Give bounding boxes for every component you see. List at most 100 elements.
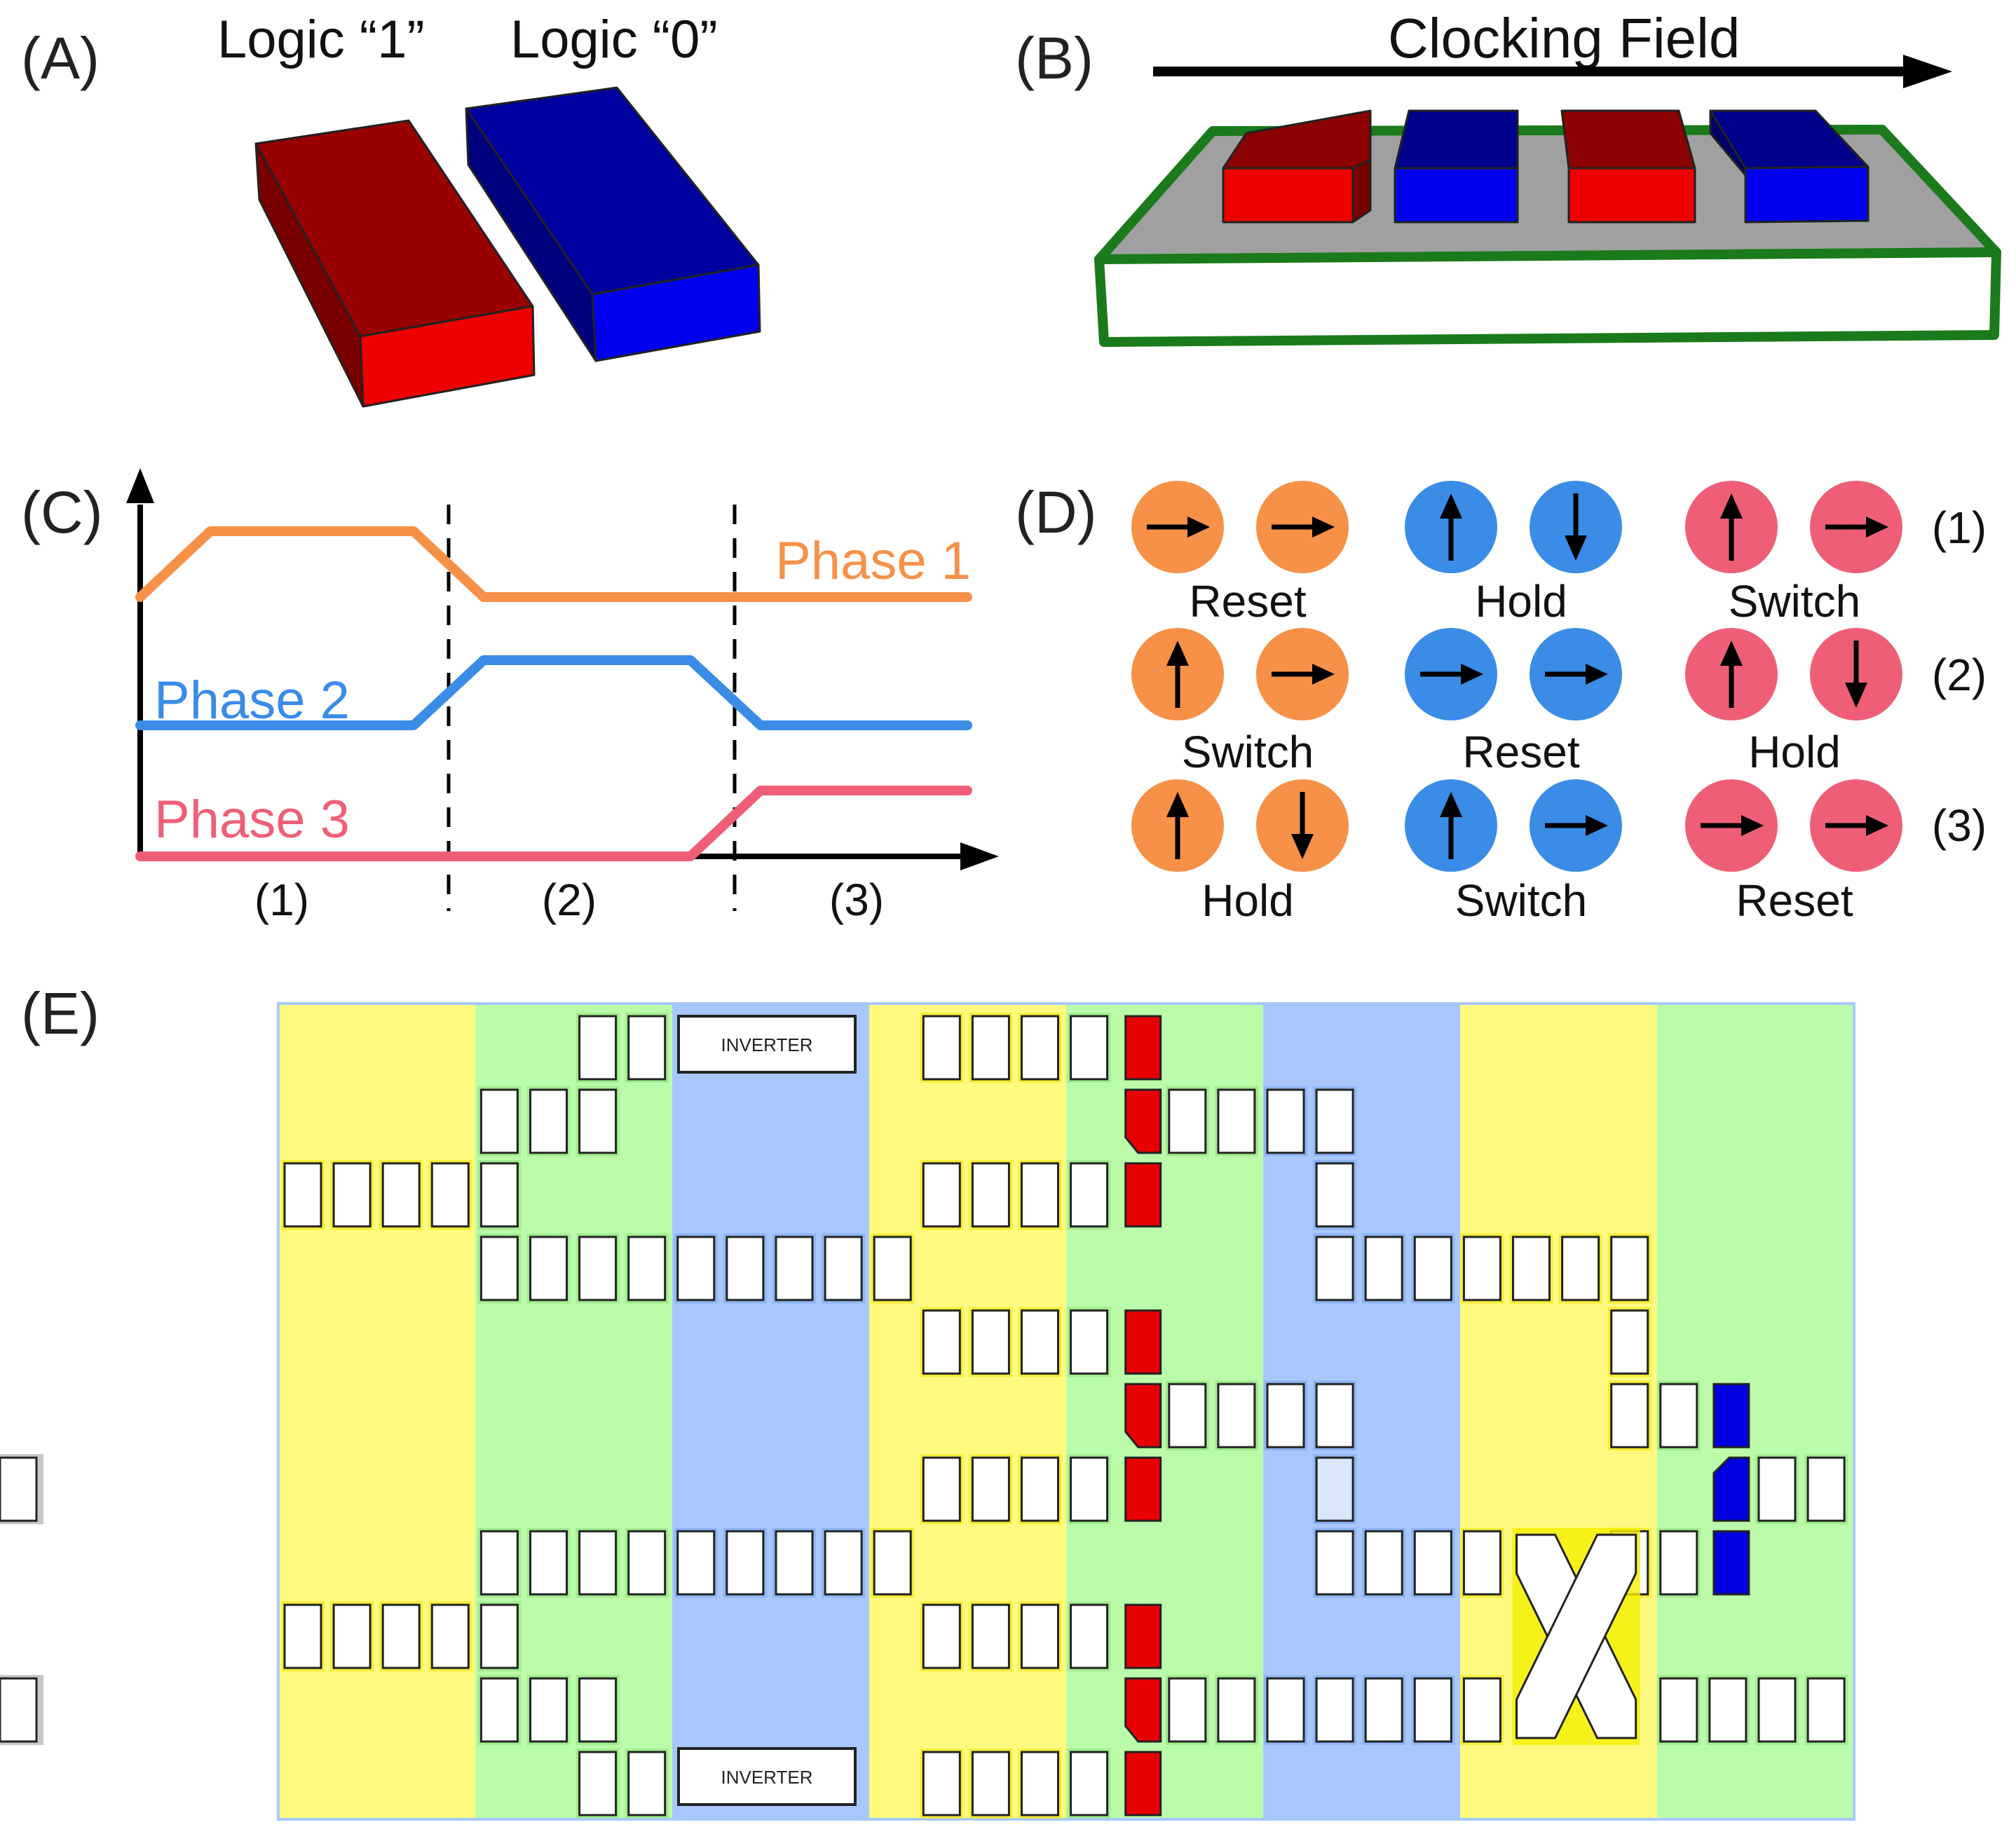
panel-a: (A) Logic “1” Logic “0” (21, 10, 761, 408)
nanomagnet (873, 1236, 912, 1301)
arrow-icon (1701, 815, 1764, 836)
nanomagnet (1070, 1603, 1109, 1669)
nanomagnet (479, 1088, 519, 1154)
arrow-icon (1825, 815, 1888, 836)
nanomagnet (1757, 1456, 1797, 1522)
spin-circle (1810, 481, 1902, 573)
nanomagnet (578, 1751, 618, 1816)
arrow-icon (1166, 641, 1189, 708)
nanomagnet (578, 1530, 618, 1596)
nanomagnet (1070, 1162, 1109, 1228)
nanomagnet (529, 1088, 568, 1154)
nanomagnet (1070, 1015, 1109, 1081)
nanomagnet (1413, 1236, 1452, 1301)
nanomagnet (1266, 1677, 1305, 1743)
row-label: (1) (1932, 502, 1987, 553)
spin-circle (1685, 779, 1778, 872)
nanomagnet (1561, 1236, 1600, 1301)
clocking-field-arrow (1153, 55, 1952, 88)
red-nanomagnet (1124, 1088, 1162, 1154)
nanomagnet (1070, 1456, 1109, 1522)
nanomagnet (922, 1309, 961, 1375)
red-nanomagnet (1124, 1309, 1162, 1375)
nanomagnet (726, 1530, 765, 1596)
nanomagnet (1462, 1530, 1501, 1596)
arrow-icon (1720, 641, 1743, 708)
logic-zero-label: Logic “0” (510, 10, 718, 69)
nanomagnet (430, 1603, 470, 1669)
nanomagnet (824, 1530, 863, 1596)
nanomagnet (1462, 1236, 1501, 1301)
arrow-icon (1147, 516, 1210, 538)
nanomagnet (1364, 1530, 1403, 1596)
inverter-bottom-label: INVERTER (721, 1767, 813, 1788)
nanomagnet (1217, 1383, 1256, 1449)
nanomagnet (1413, 1677, 1452, 1743)
nanomagnet (1315, 1162, 1354, 1228)
nanomagnet (479, 1530, 519, 1596)
spin-circle (1810, 779, 1902, 872)
panel-e: (E) INVERTER INVERTER (0, 980, 1855, 1821)
state-label: Reset (1189, 576, 1306, 627)
spin-circle (1685, 481, 1778, 573)
nanomagnet (1757, 1677, 1797, 1743)
nanomagnet (283, 1162, 322, 1228)
nanomagnet (381, 1162, 421, 1228)
panel-b: (B) Clocking Field (1015, 7, 2001, 347)
nanomagnet (1610, 1236, 1649, 1301)
nanomagnet (775, 1236, 814, 1301)
nanomagnet (1512, 1236, 1551, 1301)
nanomagnet (578, 1015, 618, 1081)
nanomagnet (971, 1162, 1010, 1228)
nanomagnet (332, 1603, 372, 1669)
state-label: Reset (1462, 727, 1579, 777)
spin-circle (1530, 628, 1622, 720)
nanomagnet (971, 1309, 1010, 1375)
arrow-icon (1565, 493, 1587, 561)
clock-zone (278, 1004, 475, 1819)
nanomagnet (1315, 1383, 1354, 1449)
blue-magnet-3d (465, 86, 761, 362)
spin-circle (1810, 628, 1902, 720)
nanomagnet (1659, 1677, 1698, 1743)
nanomagnet (0, 1456, 38, 1522)
red-nanomagnet (1124, 1383, 1162, 1449)
red-nanomagnet (1124, 1015, 1162, 1081)
nanomagnet (676, 1530, 716, 1596)
spin-circle (1685, 628, 1778, 720)
inverter-top (677, 1015, 857, 1074)
nanomagnet (1168, 1383, 1207, 1449)
nanomagnet (873, 1530, 912, 1596)
phase-1-label: Phase 1 (775, 531, 971, 591)
phase-3-label: Phase 3 (154, 790, 350, 849)
nanomagnet (479, 1162, 519, 1228)
spin-circle (1530, 779, 1622, 872)
arrow-icon (1291, 792, 1314, 859)
arrow-icon (1272, 664, 1335, 685)
nanomagnet (775, 1530, 814, 1596)
arrow-icon (1845, 641, 1867, 708)
clock-zone (869, 1004, 1066, 1819)
spin-circle (1405, 628, 1497, 720)
spin-circle (1405, 481, 1497, 573)
red-nanomagnet (1124, 1603, 1162, 1669)
region-2-label: (2) (542, 875, 597, 925)
nanomagnet (381, 1603, 421, 1669)
arrow-icon (1720, 493, 1743, 561)
state-label: Switch (1182, 727, 1314, 777)
panel-a-letter: (A) (21, 25, 100, 91)
state-label: Switch (1455, 875, 1588, 926)
nanomagnet (922, 1015, 961, 1081)
nanomagnet (1806, 1677, 1846, 1743)
nanomagnet (627, 1236, 667, 1301)
panel-d: (D) Reset Hold Switch Switch Reset Hold … (1015, 479, 1987, 926)
nanomagnet (1168, 1677, 1207, 1743)
nanomagnet (1364, 1236, 1403, 1301)
blue-nanomagnet (1712, 1530, 1750, 1596)
arrow-icon (1440, 493, 1462, 561)
nanomagnet (1315, 1677, 1354, 1743)
nanomagnet (283, 1603, 322, 1669)
nanomagnet (479, 1236, 519, 1301)
spin-circle (1256, 481, 1349, 573)
